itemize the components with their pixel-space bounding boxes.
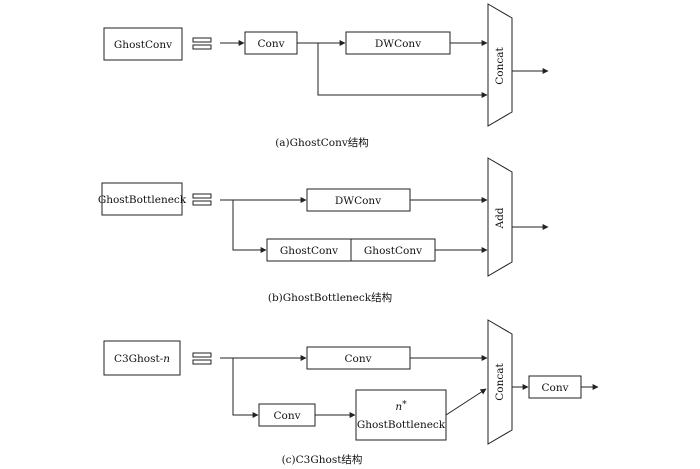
- c3ghost-concat-block: Concat: [487, 319, 513, 445]
- ghostbottleneck-ghostconv-pair: GhostConv GhostConv: [266, 238, 436, 262]
- c3ghost-conv-top-label: Conv: [344, 353, 371, 365]
- c3ghost-branch-arrow: [232, 358, 259, 418]
- c3ghost-equals-symbol: [192, 352, 212, 365]
- ghostconv-conv-block: Conv: [244, 31, 298, 55]
- ghostconv-skip-arrow: [317, 43, 488, 98]
- ghostconv-dwconv-block: DWConv: [345, 31, 451, 55]
- ghostbottleneck-diagram: GhostBottleneck DWConv GhostConv GhostCo…: [98, 157, 549, 304]
- ghostconv-input-label: GhostConv: [114, 39, 172, 51]
- ghostbottleneck-caption: (b)GhostBottleneck结构: [268, 291, 392, 304]
- c3ghost-concat-label: Concat: [494, 362, 506, 400]
- ghostbottleneck-ghostconv1-label: GhostConv: [280, 245, 338, 257]
- c3ghost-repeat-star: *: [402, 400, 407, 410]
- ghostconv-dwconv-label: DWConv: [375, 38, 421, 50]
- ghostbottleneck-dwconv-label: DWConv: [335, 195, 381, 207]
- c3ghost-repeat-var: n: [395, 401, 402, 413]
- ghostconv-caption: (a)GhostConv结构: [275, 136, 369, 149]
- ghostbottleneck-add-label: Add: [494, 207, 506, 229]
- ghostconv-concat-label: Concat: [494, 46, 506, 84]
- ghostbottleneck-equals-symbol: [192, 193, 212, 206]
- c3ghost-input-block: C3Ghost-n: [103, 340, 181, 376]
- ghostconv-conv-label: Conv: [257, 38, 284, 50]
- c3ghost-bottleneck-block: n* GhostBottleneck: [355, 389, 447, 441]
- ghostbottleneck-add-block: Add: [487, 157, 513, 277]
- c3ghost-conv-low-block: Conv: [258, 403, 316, 427]
- c3ghost-repeat-label: n*: [395, 400, 407, 413]
- ghostbottleneck-input-label: GhostBottleneck: [98, 194, 187, 206]
- c3ghost-arrow-bottleneck-to-concat: [445, 388, 487, 416]
- c3ghost-conv-out-label: Conv: [541, 382, 568, 394]
- ghostconv-input-block: GhostConv: [103, 27, 183, 61]
- ghostbottleneck-ghostconv2-label: GhostConv: [364, 245, 422, 257]
- c3ghost-conv-top-block: Conv: [306, 346, 411, 370]
- ghostbottleneck-input-block: GhostBottleneck: [98, 182, 187, 216]
- c3ghost-diagram: C3Ghost-n Conv Conv n* GhostBottleneck C…: [103, 319, 599, 466]
- ghostconv-diagram: GhostConv Conv DWConv Concat (a)GhostCon…: [103, 3, 549, 149]
- ghostconv-equals-symbol: [192, 37, 212, 50]
- c3ghost-input-label-prefix: C3Ghost-: [114, 353, 164, 365]
- ghostbottleneck-dwconv-block: DWConv: [306, 188, 411, 212]
- c3ghost-input-label: C3Ghost-n: [114, 353, 170, 365]
- c3ghost-input-label-var: n: [163, 353, 170, 365]
- c3ghost-bottleneck-label: GhostBottleneck: [357, 419, 446, 431]
- c3ghost-caption: (c)C3Ghost结构: [282, 453, 363, 466]
- c3ghost-conv-low-label: Conv: [273, 410, 300, 422]
- c3ghost-conv-out-block: Conv: [528, 375, 582, 399]
- ghostbottleneck-branch-arrow: [232, 200, 267, 253]
- ghostconv-concat-block: Concat: [487, 3, 513, 127]
